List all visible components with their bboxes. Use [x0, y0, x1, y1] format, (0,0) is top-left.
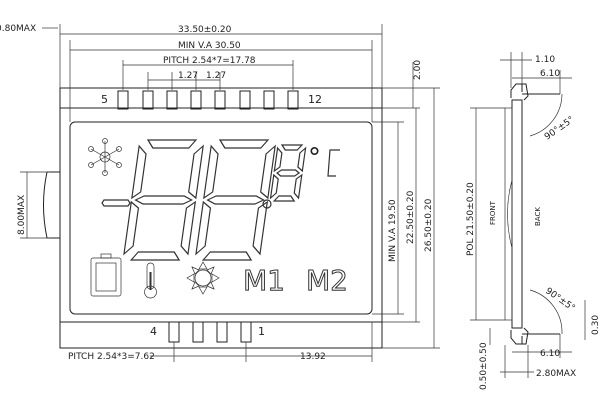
pin-label-top-left: 5	[101, 93, 108, 106]
left-profile	[43, 171, 60, 239]
bottom-pins	[168, 321, 252, 343]
dim-height-inner: 22.50±0.20	[406, 190, 416, 244]
dim-pitch-top: PITCH 2.54*7=17.78	[163, 56, 256, 66]
celsius-segment	[327, 149, 340, 177]
side-bracket-bottom	[510, 327, 529, 345]
dim-bottom-offset: 13.92	[300, 352, 326, 362]
dim-angle-top: 90°±5°	[543, 115, 576, 143]
glass-outline	[59, 87, 383, 349]
battery-icon	[90, 253, 122, 297]
degree-symbol: °	[308, 143, 321, 173]
side-body	[511, 99, 523, 329]
angle-arc-bottom	[529, 289, 563, 335]
dim-bottom-050: 0.50±0.50	[479, 342, 489, 390]
side-bracket-top	[510, 83, 529, 101]
label-m2: M2	[306, 264, 348, 297]
digit-1	[123, 139, 204, 261]
angle-arc-top	[529, 93, 563, 137]
thermometer-icon	[144, 262, 157, 299]
dim-pol: POL 21.50±0.20	[466, 182, 476, 256]
dim-side-max: 2.80MAX	[536, 369, 576, 379]
label-m1: M1	[243, 264, 285, 297]
dim-min-va-width: MIN V.A 30.50	[178, 41, 241, 51]
label-front: FRONT	[489, 200, 497, 225]
celsius-label: C	[342, 157, 343, 159]
snowflake-icon	[88, 138, 122, 176]
pin-label-bottom-right: 1	[258, 325, 265, 338]
dim-pitch-bottom: PITCH 2.54*3=7.62	[68, 352, 155, 362]
dim-height-outer: 26.50±0.20	[424, 198, 434, 252]
dim-pitch-127-b: 1.27	[206, 71, 226, 81]
dim-pitch-127-a: 1.27	[178, 71, 198, 81]
side-lens	[507, 179, 513, 249]
pin-label-top-right: 12	[308, 93, 322, 106]
digit-small	[269, 144, 307, 202]
dim-side-top: 1.10	[535, 55, 555, 65]
dim-left-height: 8.00MAX	[17, 195, 27, 235]
viewing-area	[69, 121, 373, 315]
dim-overall-width: 33.50±0.20	[178, 25, 232, 35]
dim-right-030: 0.30	[591, 315, 600, 335]
dim-side-610-top: 6.10	[540, 69, 560, 79]
digit-2	[195, 139, 276, 261]
decimal-point	[262, 199, 272, 209]
side-glass	[504, 107, 513, 321]
pin-label-bottom-left: 4	[150, 325, 157, 338]
dim-min-va-height: MIN V.A 19.50	[388, 199, 398, 262]
label-back: BACK	[534, 207, 542, 226]
dim-top-margin: 2.00	[413, 60, 423, 80]
minus-segment	[101, 199, 131, 207]
top-pins	[117, 90, 299, 110]
dim-side-610-bottom: 6.10	[540, 349, 560, 359]
sun-icon	[186, 261, 220, 295]
dim-max-thickness: 0.80MAX	[0, 24, 36, 34]
